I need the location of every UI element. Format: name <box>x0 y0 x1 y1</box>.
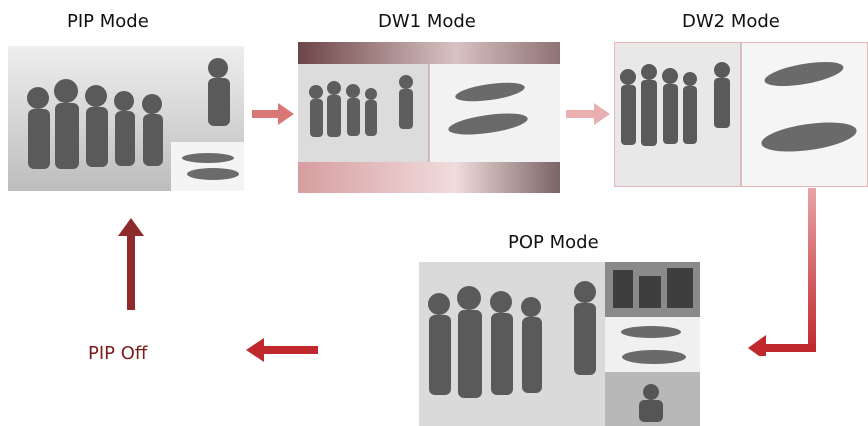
arrow-dw2-to-pop-icon <box>748 188 816 356</box>
arrow-pop-to-off-icon <box>246 338 318 362</box>
pop-mode-label: POP Mode <box>508 232 599 253</box>
pop-mode-image <box>419 262 700 426</box>
dw2-mode-image <box>614 42 868 187</box>
pip-mode-image <box>8 46 244 191</box>
dw1-mode-image <box>298 42 560 193</box>
dw2-mode-screen <box>614 42 868 187</box>
arrow-dw1-to-dw2-icon <box>566 103 610 125</box>
pip-mode-label: PIP Mode <box>67 11 149 32</box>
arrow-off-to-pip-icon <box>118 218 144 310</box>
arrow-pip-to-dw1-icon <box>252 103 294 125</box>
dw2-mode-label: DW2 Mode <box>682 11 780 32</box>
pip-off-label: PIP Off <box>88 343 148 364</box>
pop-mode-screen <box>419 262 700 426</box>
pip-mode-screen <box>8 46 244 191</box>
dw1-mode-screen <box>298 42 560 193</box>
dw1-mode-label: DW1 Mode <box>378 11 476 32</box>
